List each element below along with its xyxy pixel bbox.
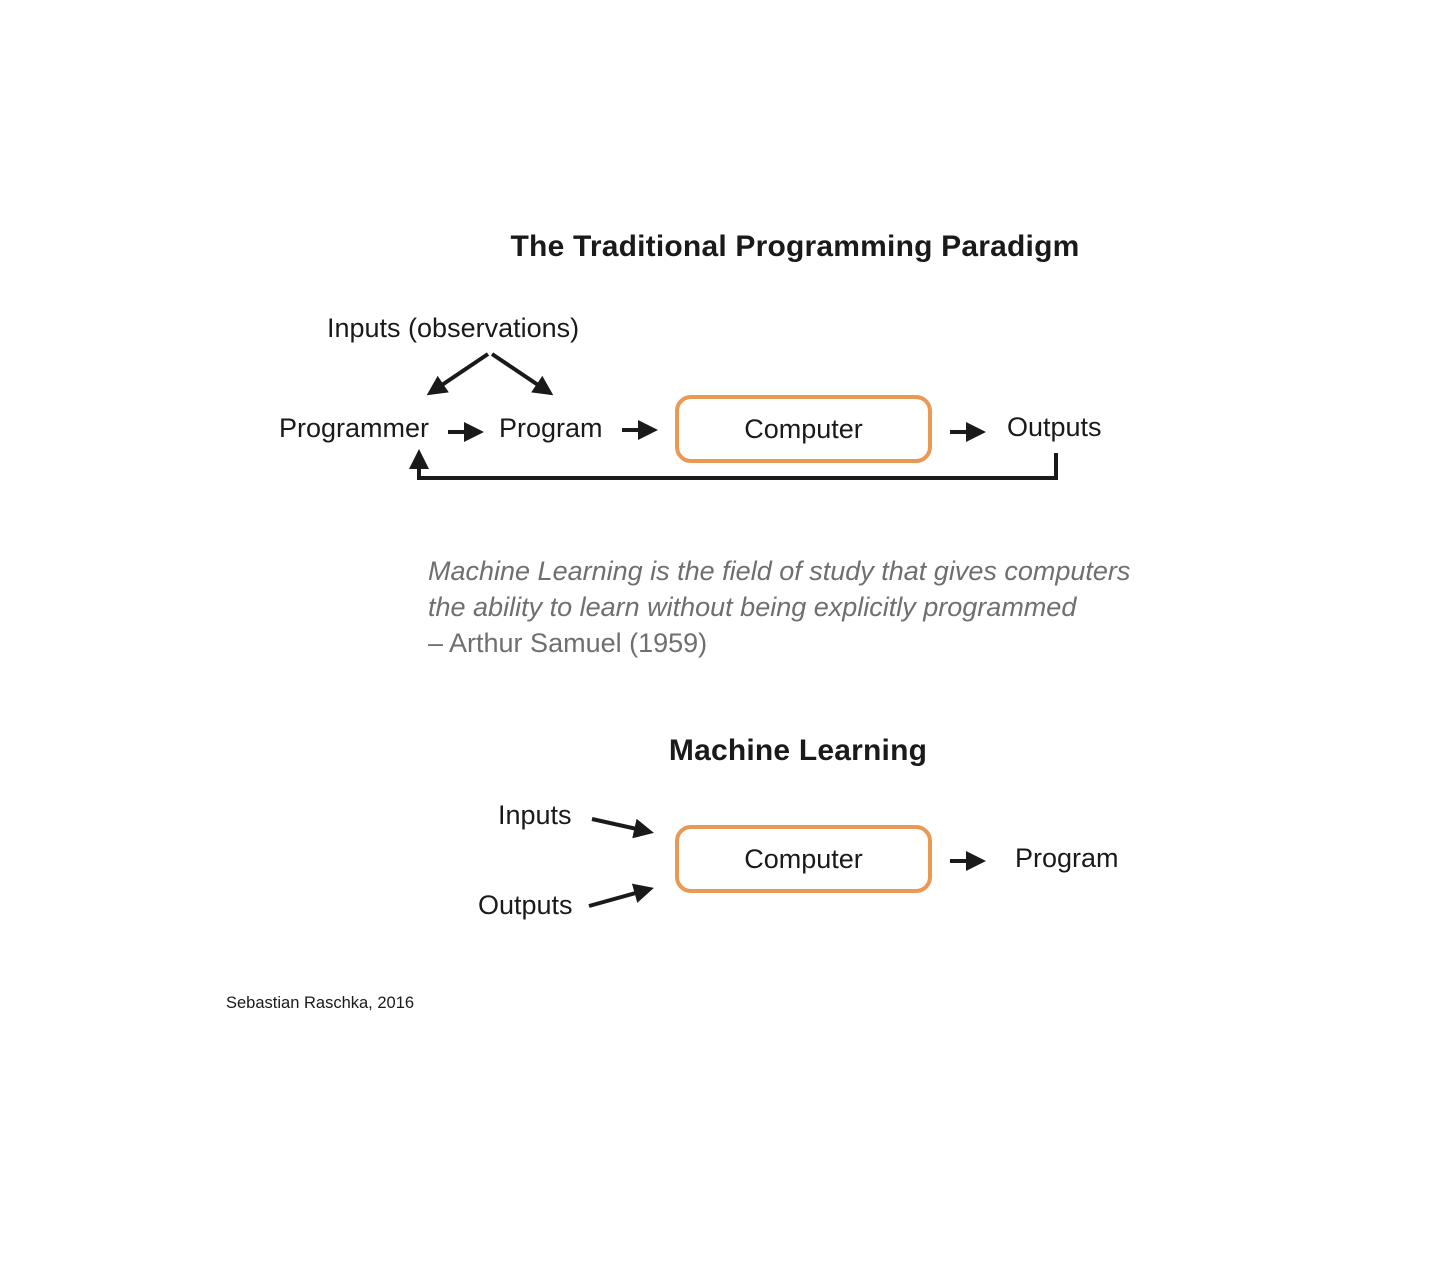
traditional-paradigm-title: The Traditional Programming Paradigm xyxy=(510,230,1080,263)
quote-line-1: Machine Learning is the field of study t… xyxy=(428,556,1131,586)
arthur-samuel-quote: Machine Learning is the field of study t… xyxy=(428,553,1130,661)
quote-line-2: the ability to learn without being expli… xyxy=(428,592,1077,622)
ml-inputs-label: Inputs xyxy=(498,800,572,830)
programmer-label: Programmer xyxy=(279,413,430,443)
quote-attribution: – Arthur Samuel (1959) xyxy=(428,628,708,658)
computer-label-traditional: Computer xyxy=(744,413,863,444)
arrow-inputs-to-ml-computer xyxy=(591,817,654,839)
machine-learning-title: Machine Learning xyxy=(668,734,928,767)
feedback-arrow-outputs-to-programmer xyxy=(409,449,1058,480)
inputs-observations-label: Inputs (observations) xyxy=(327,313,580,343)
computer-label-ml: Computer xyxy=(744,843,863,874)
outputs-label: Outputs xyxy=(1007,412,1102,442)
ml-program-label: Program xyxy=(1015,843,1119,873)
arrow-inputs-to-program xyxy=(490,352,554,396)
computer-box-ml: Computer xyxy=(675,825,932,893)
author-credit: Sebastian Raschka, 2016 xyxy=(226,994,415,1012)
arrow-outputs-to-ml-computer xyxy=(588,883,654,908)
ml-outputs-label: Outputs xyxy=(478,890,573,920)
arrow-inputs-to-programmer xyxy=(426,352,490,396)
program-label: Program xyxy=(499,413,603,443)
computer-box-traditional: Computer xyxy=(675,395,932,463)
